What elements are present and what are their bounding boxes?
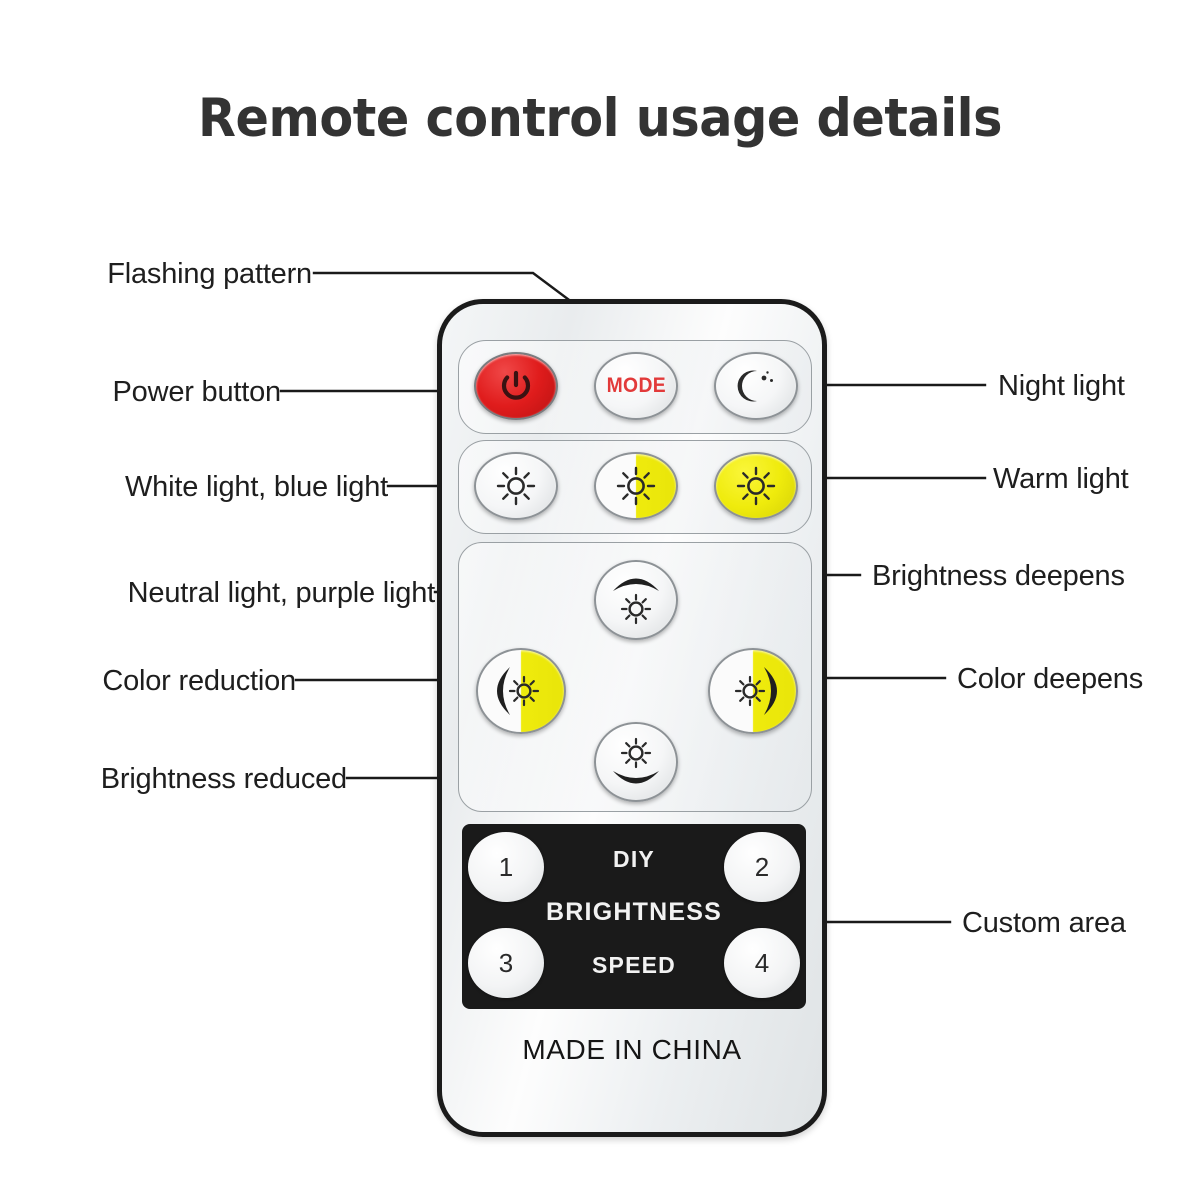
diy-button-2[interactable]: 2	[724, 832, 800, 902]
diy-button-1[interactable]: 1	[468, 832, 544, 902]
sun-up-icon	[613, 578, 659, 625]
brightness-reduce-button[interactable]	[594, 722, 678, 802]
callout-night-light: Night light	[998, 370, 1125, 402]
diy-label: DIY	[613, 846, 655, 872]
callout-flashing-pattern: Flashing pattern	[107, 258, 312, 290]
sun-left-icon	[497, 667, 540, 715]
white-light-button[interactable]	[474, 452, 558, 520]
callout-color-reduction: Color reduction	[102, 665, 296, 697]
power-button[interactable]	[474, 352, 558, 420]
callout-brightness-deepens: Brightness deepens	[872, 560, 1125, 592]
callout-custom-area: Custom area	[962, 907, 1126, 939]
callout-white-blue-light: White light, blue light	[125, 471, 388, 503]
callout-brightness-reduced: Brightness reduced	[100, 763, 347, 795]
sun-icon	[616, 466, 656, 506]
brightness-label: BRIGHTNESS	[546, 898, 722, 926]
callout-warm-light: Warm light	[993, 463, 1129, 495]
warm-light-button[interactable]	[714, 452, 798, 520]
speed-label: SPEED	[592, 952, 676, 978]
diy-area[interactable]: DIY BRIGHTNESS SPEED 1 2 3 4	[462, 824, 806, 1009]
neutral-light-button[interactable]	[594, 452, 678, 520]
sun-down-icon	[613, 737, 659, 784]
mode-button-label: MODE	[606, 374, 666, 397]
diy-button-4[interactable]: 4	[724, 928, 800, 998]
made-in-china-text: MADE IN CHINA	[522, 1034, 742, 1065]
callout-color-deepens: Color deepens	[957, 663, 1144, 695]
mode-button[interactable]: MODE	[594, 352, 678, 420]
sun-icon	[496, 466, 536, 506]
remote-control-body: MODE	[437, 299, 827, 1137]
page-title: Remote control usage details	[198, 88, 1002, 149]
moon-stars-icon	[737, 370, 773, 402]
color-deepen-button[interactable]	[708, 648, 798, 734]
night-light-button[interactable]	[714, 352, 798, 420]
sun-right-icon	[734, 667, 777, 715]
sun-icon	[736, 466, 776, 506]
callout-power-button: Power button	[112, 376, 282, 408]
color-reduction-button[interactable]	[476, 648, 566, 734]
callout-neutral-purple-light: Neutral light, purple light	[127, 577, 436, 609]
power-icon	[501, 370, 531, 400]
brightness-increase-button[interactable]	[594, 560, 678, 640]
diy-button-3[interactable]: 3	[468, 928, 544, 998]
